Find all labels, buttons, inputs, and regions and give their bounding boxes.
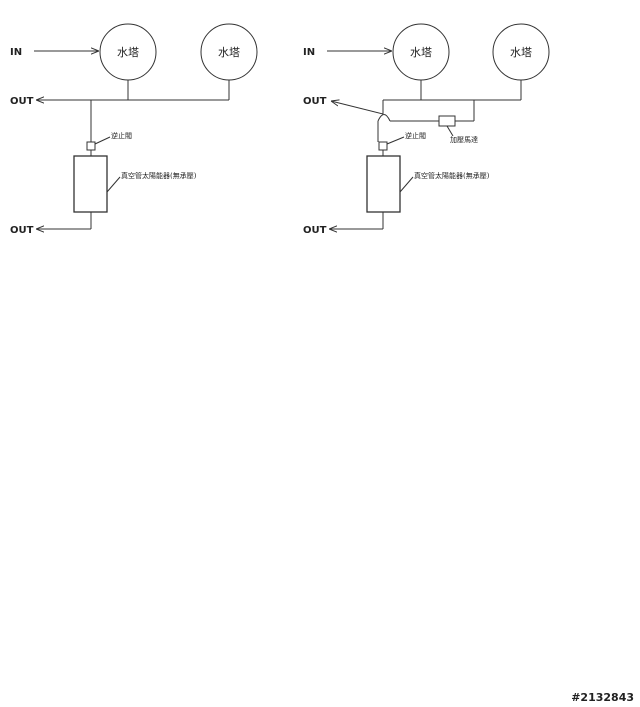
check-valve-label: 逆止閥 [405, 131, 426, 140]
solar-water-heater [73, 155, 108, 213]
pump-label: 加壓馬達 [450, 135, 478, 144]
pipe-crossover [377, 114, 391, 122]
check-valve [86, 141, 96, 151]
heater-leader [399, 176, 414, 193]
in-label: IN [10, 47, 22, 58]
left-diagram: IN 水塔 水塔 OUT 逆止閥 真空管太陽能器(無承壓) OUT [10, 23, 258, 236]
in-label: IN [303, 47, 315, 58]
out-top-label: OUT [303, 96, 327, 107]
pump-leader [446, 125, 454, 137]
watermark-id: #2132843 [571, 691, 634, 704]
tank-1-label: 水塔 [410, 46, 432, 59]
solar-water-heater [366, 155, 401, 213]
heater-label: 真空管太陽能器(無承壓) [121, 171, 197, 180]
out-bottom-label: OUT [10, 225, 34, 236]
top-outlet-pipe [331, 101, 384, 115]
check-valve-leader [386, 136, 405, 145]
check-valve-leader [94, 136, 111, 145]
out-bottom-label: OUT [303, 225, 327, 236]
booster-pump [438, 115, 456, 127]
out-top-label: OUT [10, 96, 34, 107]
tank-2-label: 水塔 [218, 46, 240, 59]
tank-2-label: 水塔 [510, 46, 532, 59]
heater-leader [106, 176, 121, 193]
check-valve-label: 逆止閥 [111, 131, 132, 140]
tank-1-label: 水塔 [117, 46, 139, 59]
heater-label: 真空管太陽能器(無承壓) [414, 171, 490, 180]
right-diagram: IN 水塔 水塔 OUT 加壓馬達 逆止閥 真空管太陽能器(無承壓) [303, 23, 550, 236]
check-valve [378, 141, 388, 151]
